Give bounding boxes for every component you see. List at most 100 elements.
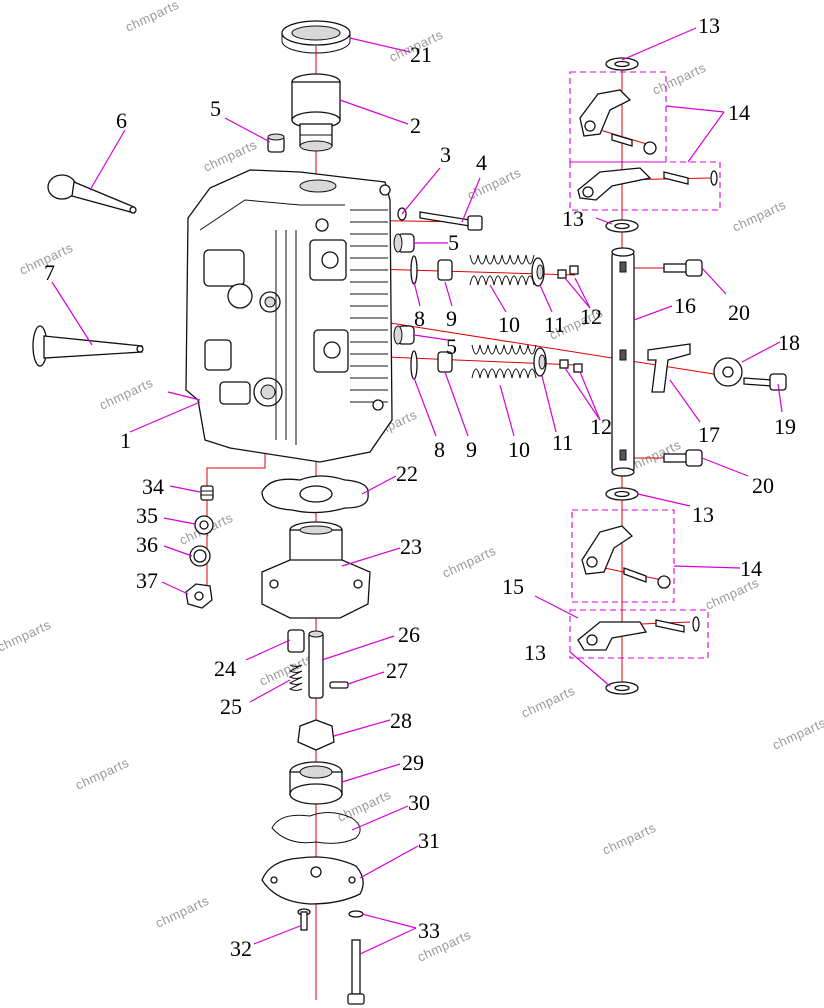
callout-7: 7	[44, 260, 55, 285]
part-37-drain-bolt	[185, 583, 213, 609]
part-27-drive-pin	[329, 681, 349, 689]
watermark: chmparts	[97, 375, 155, 413]
leader-lines	[51, 27, 783, 955]
callout-8-upper: 8	[414, 306, 425, 331]
callout-12-upper: 12	[580, 304, 602, 329]
callout-36: 36	[136, 532, 158, 557]
part-11-spring-retainer-lower	[533, 347, 547, 377]
part-14-rocker-arm-lower	[581, 525, 671, 589]
callout-17: 17	[698, 422, 720, 447]
part-13-washer-top	[605, 57, 639, 71]
callout-10-lower: 10	[508, 437, 530, 462]
part-5-guide-sleeve-lower	[393, 325, 415, 345]
part-36-o-ring	[189, 545, 211, 567]
callout-34: 34	[142, 474, 164, 499]
callout-16: 16	[674, 293, 696, 318]
callout-24: 24	[214, 656, 236, 681]
part-14-rocker-arm-exhaust	[579, 89, 657, 155]
callout-18: 18	[778, 330, 800, 355]
part-5-guide-sleeve-upper	[393, 233, 415, 253]
callout-22: 22	[396, 461, 418, 486]
callout-14-upper: 14	[728, 100, 750, 125]
part-13-washer-bottom	[605, 681, 639, 695]
callout-30: 30	[408, 790, 430, 815]
callout-19: 19	[774, 414, 796, 439]
callout-6: 6	[116, 108, 127, 133]
callout-5-lower: 5	[446, 334, 457, 359]
part-35-seal-ring	[194, 515, 214, 535]
part-23-oil-pump-housing	[261, 521, 371, 619]
part-5-valve-cap	[267, 133, 285, 153]
watermark: chmparts	[73, 755, 131, 793]
group-14-upper-b	[569, 161, 721, 211]
callout-2: 2	[410, 113, 421, 138]
part-24-dowel-pin	[287, 629, 305, 653]
callout-37: 37	[136, 568, 158, 593]
part-28-inner-rotor	[297, 719, 335, 751]
callout-9-upper: 9	[446, 306, 457, 331]
callout-11-upper: 11	[544, 312, 565, 337]
callout-5-cap: 5	[210, 96, 221, 121]
part-26-pump-shaft	[308, 630, 324, 699]
part-22-gasket	[261, 475, 369, 514]
callout-15: 15	[502, 574, 524, 599]
callout-4: 4	[476, 150, 487, 175]
watermark: chmparts	[201, 137, 259, 175]
callout-13-bottom: 13	[524, 640, 546, 665]
part-29-outer-rotor	[289, 761, 343, 805]
part-34-plug-screw	[200, 485, 214, 501]
callout-26: 26	[398, 622, 420, 647]
watermark: chmparts	[519, 683, 577, 721]
part-14-rocker-arm-intake	[577, 167, 718, 201]
part-31-pump-cover	[261, 856, 364, 905]
part-1-cylinder-head	[185, 169, 393, 463]
watermark: chmparts	[153, 893, 211, 931]
callout-28: 28	[390, 708, 412, 733]
watermark: chmparts	[257, 651, 315, 689]
watermark: chmparts	[123, 0, 181, 35]
part-9-spring-seat-upper	[437, 259, 453, 281]
callout-13-third: 13	[692, 502, 714, 527]
callout-31: 31	[418, 828, 440, 853]
part-2-camshaft-bearing	[291, 73, 341, 152]
callout-27: 27	[386, 658, 408, 683]
watermark: chmparts	[0, 617, 53, 655]
callout-20-lower: 20	[752, 473, 774, 498]
callout-13-second: 13	[562, 206, 584, 231]
callout-29: 29	[402, 750, 424, 775]
cooling-fins	[275, 209, 388, 445]
part-30-pump-gasket	[271, 812, 361, 844]
part-25-relief-spring	[288, 664, 303, 691]
part-12-valve-keepers-lower	[559, 359, 583, 373]
callout-8-lower: 8	[434, 437, 445, 462]
part-13-washer-2	[605, 219, 639, 233]
callout-11-lower: 11	[552, 430, 573, 455]
watermark: chmparts	[465, 165, 523, 203]
group-15	[569, 609, 709, 659]
group-14-upper	[569, 71, 667, 163]
part-16-rocker-shaft	[611, 247, 635, 477]
watermark: chmparts	[600, 820, 658, 858]
part-4-bolt	[419, 211, 483, 231]
part-33-washer-and-bolt	[347, 910, 365, 1005]
callout-9-lower: 9	[466, 437, 477, 462]
part-21-oil-seal	[281, 20, 351, 54]
part-18-decompression-plate	[713, 357, 743, 387]
part-19-bolt	[743, 373, 787, 391]
watermark: chmparts	[770, 715, 824, 753]
part-17-bracket	[647, 343, 691, 393]
part-11-spring-retainer-upper	[531, 257, 545, 287]
group-14-lower	[571, 509, 675, 603]
callout-20-upper: 20	[728, 300, 750, 325]
part-8-valve-seal-upper	[410, 255, 418, 285]
part-10-valve-spring-upper	[469, 254, 535, 286]
callout-10-upper: 10	[498, 312, 520, 337]
callout-5-upper: 5	[448, 230, 459, 255]
part-6-exhaust-valve	[47, 174, 137, 214]
part-32-screw	[297, 908, 311, 931]
callout-12-lower: 12	[590, 414, 612, 439]
watermark: chmparts	[440, 543, 498, 581]
part-13-washer-3	[605, 487, 639, 501]
callout-25: 25	[220, 694, 242, 719]
